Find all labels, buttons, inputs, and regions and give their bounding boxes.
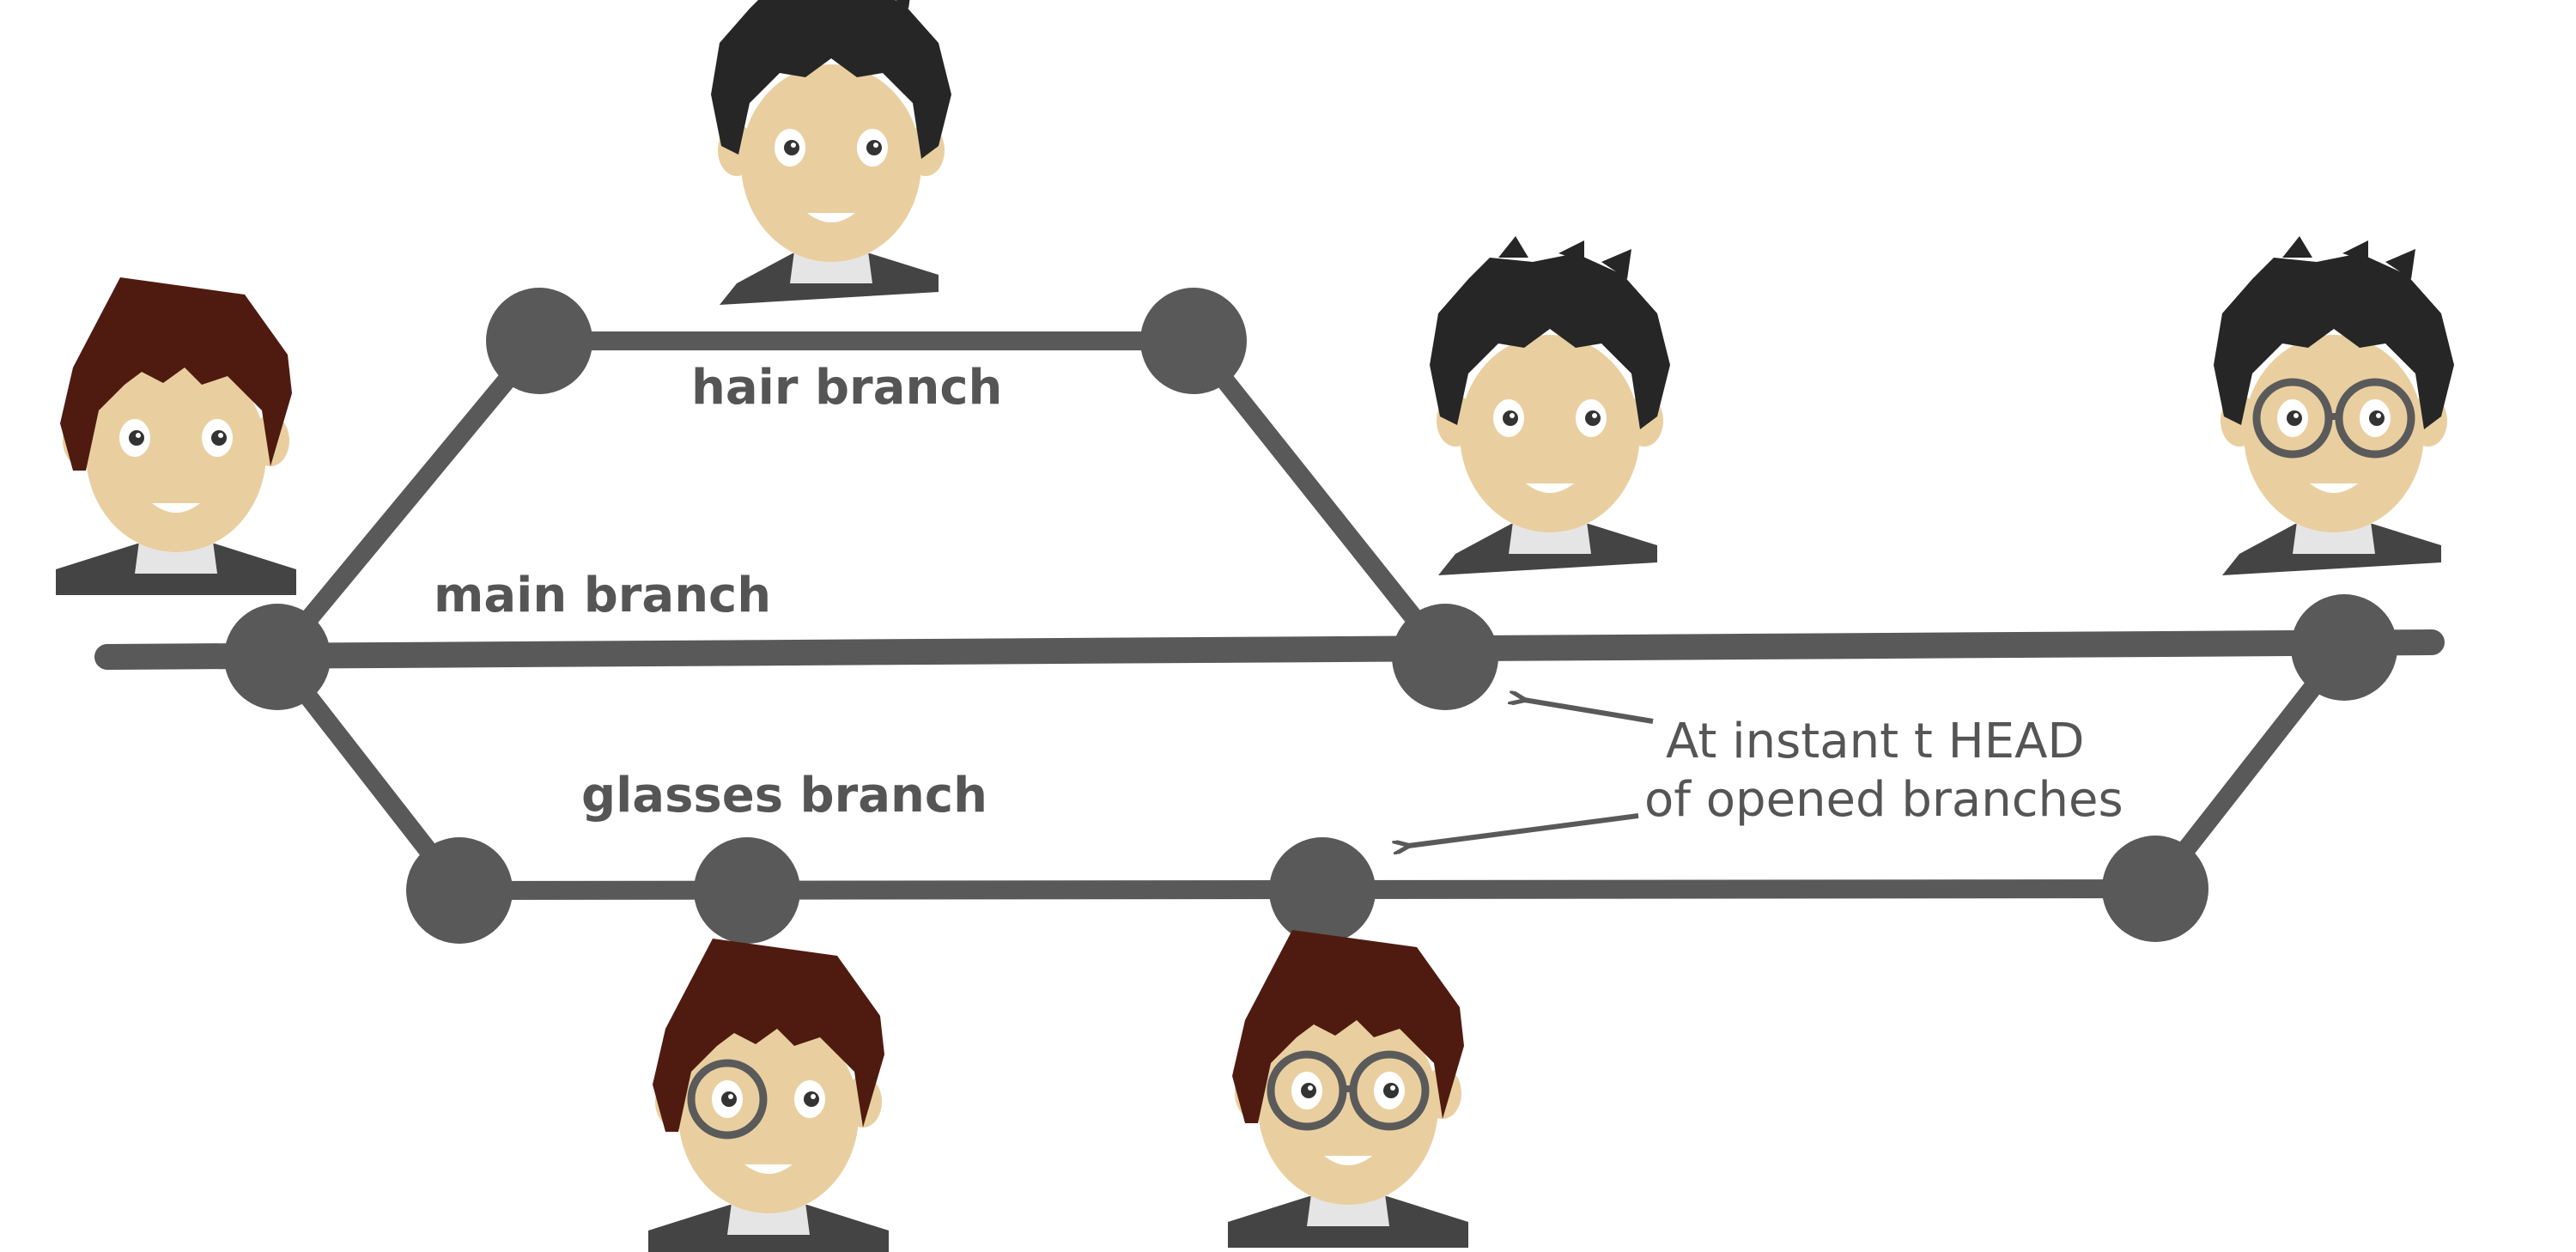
commit-node	[694, 837, 800, 944]
avatar	[648, 939, 889, 1252]
hair-branch-line	[268, 331, 1455, 666]
head-arrow-glasses	[1408, 813, 1639, 846]
avatar	[711, 0, 951, 305]
commit-node	[406, 837, 513, 944]
commit-node	[486, 288, 592, 394]
avatar	[2214, 236, 2454, 575]
commit-node	[1140, 288, 1247, 394]
main-branch-label: main branch	[434, 568, 771, 623]
commit-node	[2102, 836, 2208, 942]
head-arrow-main	[1524, 700, 1654, 724]
head-note-line-1: At instant t HEAD	[1666, 714, 2085, 769]
head-annotation: At instant t HEAD of opened branches	[1408, 700, 2123, 846]
avatar	[1430, 236, 1670, 575]
main-branch-line	[94, 629, 2445, 670]
head-note-line-2: of opened branches	[1644, 772, 2123, 828]
avatar	[1228, 930, 1468, 1248]
glasses-branch-label: glasses branch	[581, 768, 987, 824]
commit-node	[224, 604, 331, 710]
commit-node	[1269, 837, 1376, 944]
commit-node	[1392, 604, 1498, 710]
avatar	[56, 277, 296, 595]
commit-nodes	[224, 288, 2397, 944]
hair-branch-label: hair branch	[691, 360, 1002, 416]
commit-node	[2291, 594, 2397, 701]
